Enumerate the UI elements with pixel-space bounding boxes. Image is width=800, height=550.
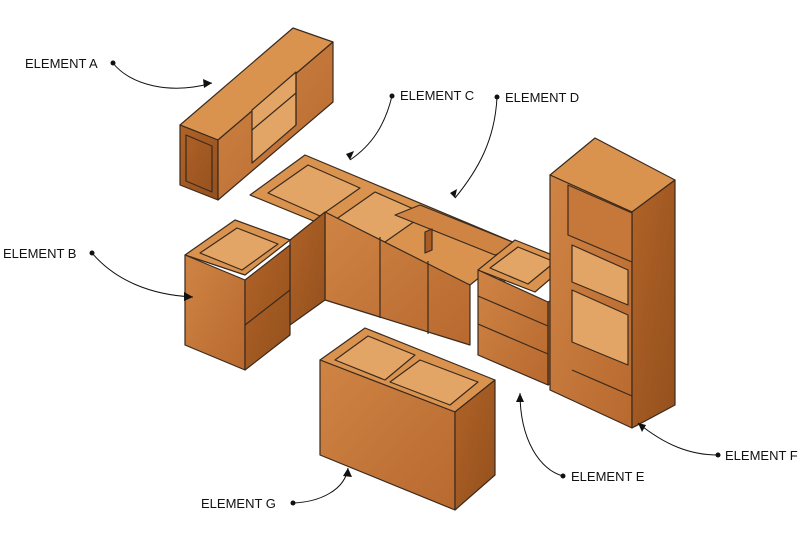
leader-f <box>637 422 719 456</box>
label-element-e: ELEMENT E <box>571 469 645 484</box>
element-c-base-run <box>249 154 521 346</box>
leader-lines <box>91 62 719 504</box>
element-a-wall-cabinet <box>179 27 334 201</box>
leader-c <box>349 95 393 161</box>
label-element-b: ELEMENT B <box>3 246 76 261</box>
leader-g <box>292 467 349 504</box>
leader-a <box>112 62 213 89</box>
leader-e <box>519 392 564 477</box>
label-element-f: ELEMENT F <box>725 448 798 463</box>
leader-arrowheads <box>184 79 646 477</box>
element-e-drawer-unit <box>477 239 571 386</box>
label-element-c: ELEMENT C <box>400 88 474 103</box>
element-f-tall-cabinet <box>549 137 676 429</box>
label-element-a: ELEMENT A <box>25 56 98 71</box>
leader-d <box>454 96 498 199</box>
label-element-d: ELEMENT D <box>505 90 579 105</box>
label-element-g: ELEMENT G <box>201 496 276 511</box>
element-b-corner-drawer-unit <box>184 219 291 371</box>
leader-dots <box>89 60 721 506</box>
leader-b <box>91 252 194 298</box>
element-g-island <box>319 327 496 511</box>
